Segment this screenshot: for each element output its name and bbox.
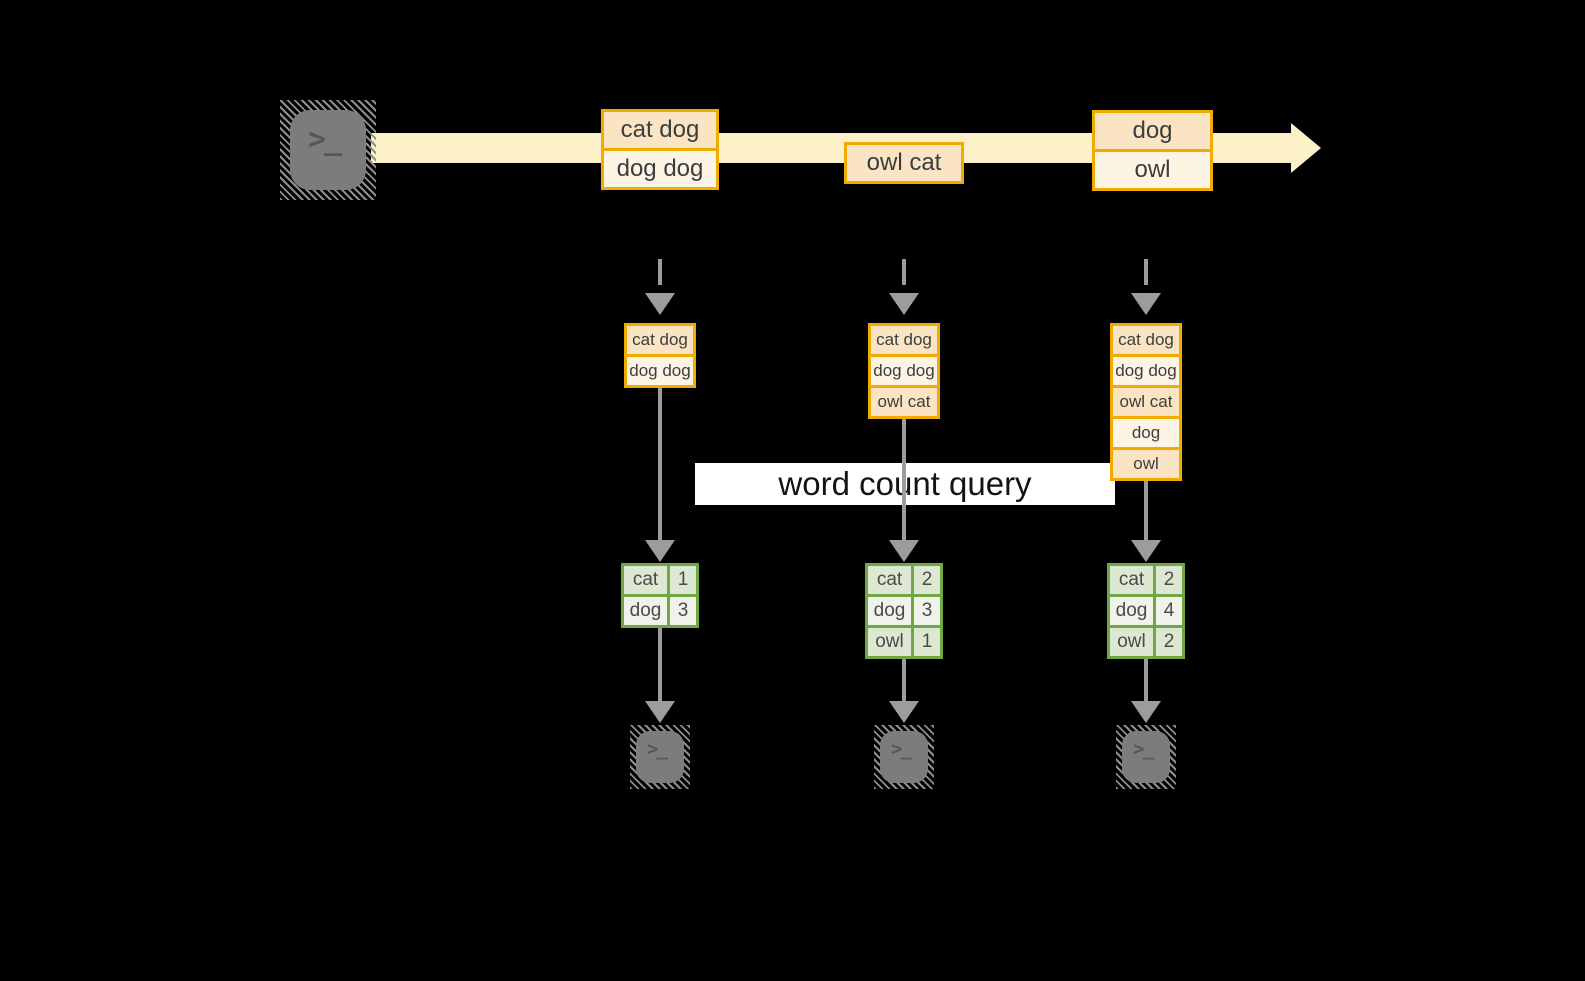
count-cell: 1 bbox=[670, 566, 696, 594]
stream-record-3: dog owl bbox=[1092, 110, 1213, 191]
buffer-cell: dog bbox=[1113, 419, 1179, 447]
buffer-cell: owl cat bbox=[1113, 388, 1179, 416]
query-arrow-head-2 bbox=[889, 540, 919, 562]
terminal-prompt-icon: >_ bbox=[1133, 738, 1154, 760]
output-arrow-head-2 bbox=[889, 701, 919, 723]
ingest-arrow-head-3 bbox=[1131, 293, 1161, 315]
count-cell: 3 bbox=[670, 597, 696, 625]
record-cell: dog dog bbox=[604, 151, 716, 187]
buffer-cell: dog dog bbox=[627, 357, 693, 385]
stream-record-2: owl cat bbox=[844, 142, 964, 184]
ingest-arrow-dash-2 bbox=[902, 259, 906, 285]
source-terminal-icon: >_ bbox=[280, 100, 376, 200]
buffer-cell: cat dog bbox=[1113, 326, 1179, 354]
buffer-box-1: cat dog dog dog bbox=[624, 323, 696, 388]
ingest-arrow-dash-1 bbox=[658, 259, 662, 285]
query-arrow-line-2 bbox=[902, 419, 906, 542]
word-cell: owl bbox=[1110, 628, 1153, 656]
record-cell: owl bbox=[1095, 152, 1210, 188]
record-cell: cat dog bbox=[604, 112, 716, 148]
query-arrow-head-1 bbox=[645, 540, 675, 562]
output-terminal-icon-2: >_ bbox=[874, 725, 934, 789]
count-cell: 1 bbox=[914, 628, 940, 656]
count-cell: 4 bbox=[1156, 597, 1182, 625]
buffer-box-3: cat dog dog dog owl cat dog owl bbox=[1110, 323, 1182, 481]
record-cell: owl cat bbox=[847, 145, 961, 181]
terminal-screen: >_ bbox=[636, 731, 684, 783]
count-table-3: cat 2 dog 4 owl 2 bbox=[1107, 563, 1185, 659]
stream-arrow-head bbox=[1291, 123, 1321, 173]
buffer-cell: dog dog bbox=[871, 357, 937, 385]
output-arrow-line-2 bbox=[902, 659, 906, 701]
terminal-prompt-icon: >_ bbox=[647, 738, 668, 760]
terminal-screen: >_ bbox=[1122, 731, 1170, 783]
count-cell: 2 bbox=[914, 566, 940, 594]
output-arrow-line-1 bbox=[658, 628, 662, 701]
count-table-1: cat 1 dog 3 bbox=[621, 563, 699, 628]
output-terminal-icon-3: >_ bbox=[1116, 725, 1176, 789]
stream-record-1: cat dog dog dog bbox=[601, 109, 719, 190]
terminal-prompt-icon: >_ bbox=[891, 738, 912, 760]
buffer-cell: cat dog bbox=[627, 326, 693, 354]
query-arrow-line-3 bbox=[1144, 481, 1148, 542]
ingest-arrow-dash-3 bbox=[1144, 259, 1148, 285]
count-table-2: cat 2 dog 3 owl 1 bbox=[865, 563, 943, 659]
ingest-arrow-head-2 bbox=[889, 293, 919, 315]
terminal-prompt-icon: >_ bbox=[308, 122, 342, 157]
word-cell: cat bbox=[624, 566, 667, 594]
word-cell: dog bbox=[868, 597, 911, 625]
terminal-screen: >_ bbox=[290, 110, 366, 190]
count-cell: 3 bbox=[914, 597, 940, 625]
buffer-cell: owl bbox=[1113, 450, 1179, 478]
word-cell: cat bbox=[1110, 566, 1153, 594]
output-arrow-line-3 bbox=[1144, 659, 1148, 701]
count-cell: 2 bbox=[1156, 566, 1182, 594]
buffer-cell: cat dog bbox=[871, 326, 937, 354]
output-arrow-head-1 bbox=[645, 701, 675, 723]
count-cell: 2 bbox=[1156, 628, 1182, 656]
record-cell: dog bbox=[1095, 113, 1210, 149]
word-cell: owl bbox=[868, 628, 911, 656]
buffer-cell: owl cat bbox=[871, 388, 937, 416]
output-arrow-head-3 bbox=[1131, 701, 1161, 723]
query-arrow-line-1 bbox=[658, 388, 662, 542]
query-arrow-head-3 bbox=[1131, 540, 1161, 562]
terminal-screen: >_ bbox=[880, 731, 928, 783]
buffer-box-2: cat dog dog dog owl cat bbox=[868, 323, 940, 419]
word-cell: dog bbox=[1110, 597, 1153, 625]
word-cell: cat bbox=[868, 566, 911, 594]
ingest-arrow-head-1 bbox=[645, 293, 675, 315]
word-cell: dog bbox=[624, 597, 667, 625]
buffer-cell: dog dog bbox=[1113, 357, 1179, 385]
output-terminal-icon-1: >_ bbox=[630, 725, 690, 789]
